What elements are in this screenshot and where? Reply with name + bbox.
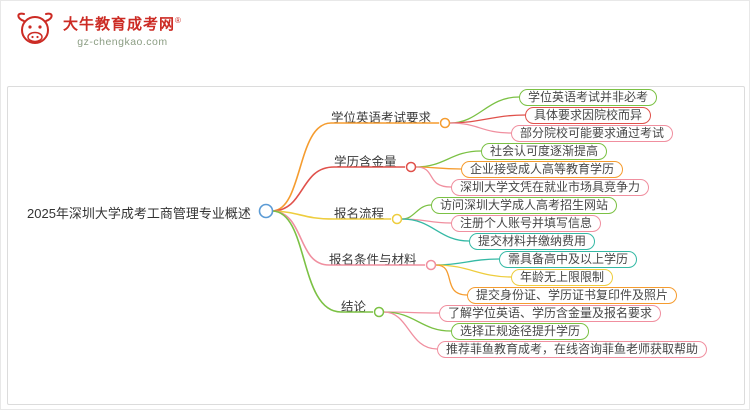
child-node-2-1: 社会认可度逐渐提高 [481, 143, 608, 160]
branch-label-3: 报名流程 [334, 207, 385, 221]
child-node-2-2: 企业接受成人高等教育学历 [461, 161, 624, 178]
bull-logo-icon [17, 12, 53, 44]
child-node-5-3: 推荐菲鱼教育成考，在线咨询菲鱼老师获取帮助 [437, 341, 708, 358]
child-node-1-3: 部分院校可能要求通过考试 [511, 125, 674, 142]
content-frame [7, 86, 745, 405]
child-node-3-3: 提交材料并缴纳费用 [469, 233, 596, 250]
child-node-2-3: 深圳大学文凭在就业市场具竞争力 [451, 179, 650, 196]
child-node-1-2: 具体要求因院校而异 [525, 107, 652, 124]
registered-mark: ® [175, 16, 182, 25]
child-node-3-1: 访问深圳大学成人高考招生网站 [431, 197, 618, 214]
branch-label-1: 学位英语考试要求 [331, 111, 432, 125]
branch-label-2: 学历含金量 [334, 155, 397, 169]
child-node-4-2: 年龄无上限限制 [511, 269, 614, 286]
child-node-1-1: 学位英语考试并非必考 [519, 89, 658, 106]
root-topic: 2025年深圳大学成考工商管理专业概述 [27, 206, 251, 221]
child-node-5-1: 了解学位英语、学历含金量及报名要求 [439, 305, 662, 322]
site-domain: gz-chengkao.com [77, 36, 168, 48]
child-node-4-3: 提交身份证、学历证书复印件及照片 [467, 287, 678, 304]
site-logo[interactable]: 大牛教育成考网® gz-chengkao.com [13, 9, 182, 53]
branch-label-5: 结论 [341, 300, 367, 314]
brand-name: 大牛教育成考网 [63, 16, 176, 33]
child-node-3-2: 注册个人账号并填写信息 [451, 215, 602, 232]
child-node-5-2: 选择正规途径提升学历 [451, 323, 590, 340]
branch-label-4: 报名条件与材料 [329, 253, 417, 267]
child-node-4-1: 需具备高中及以上学历 [499, 251, 638, 268]
